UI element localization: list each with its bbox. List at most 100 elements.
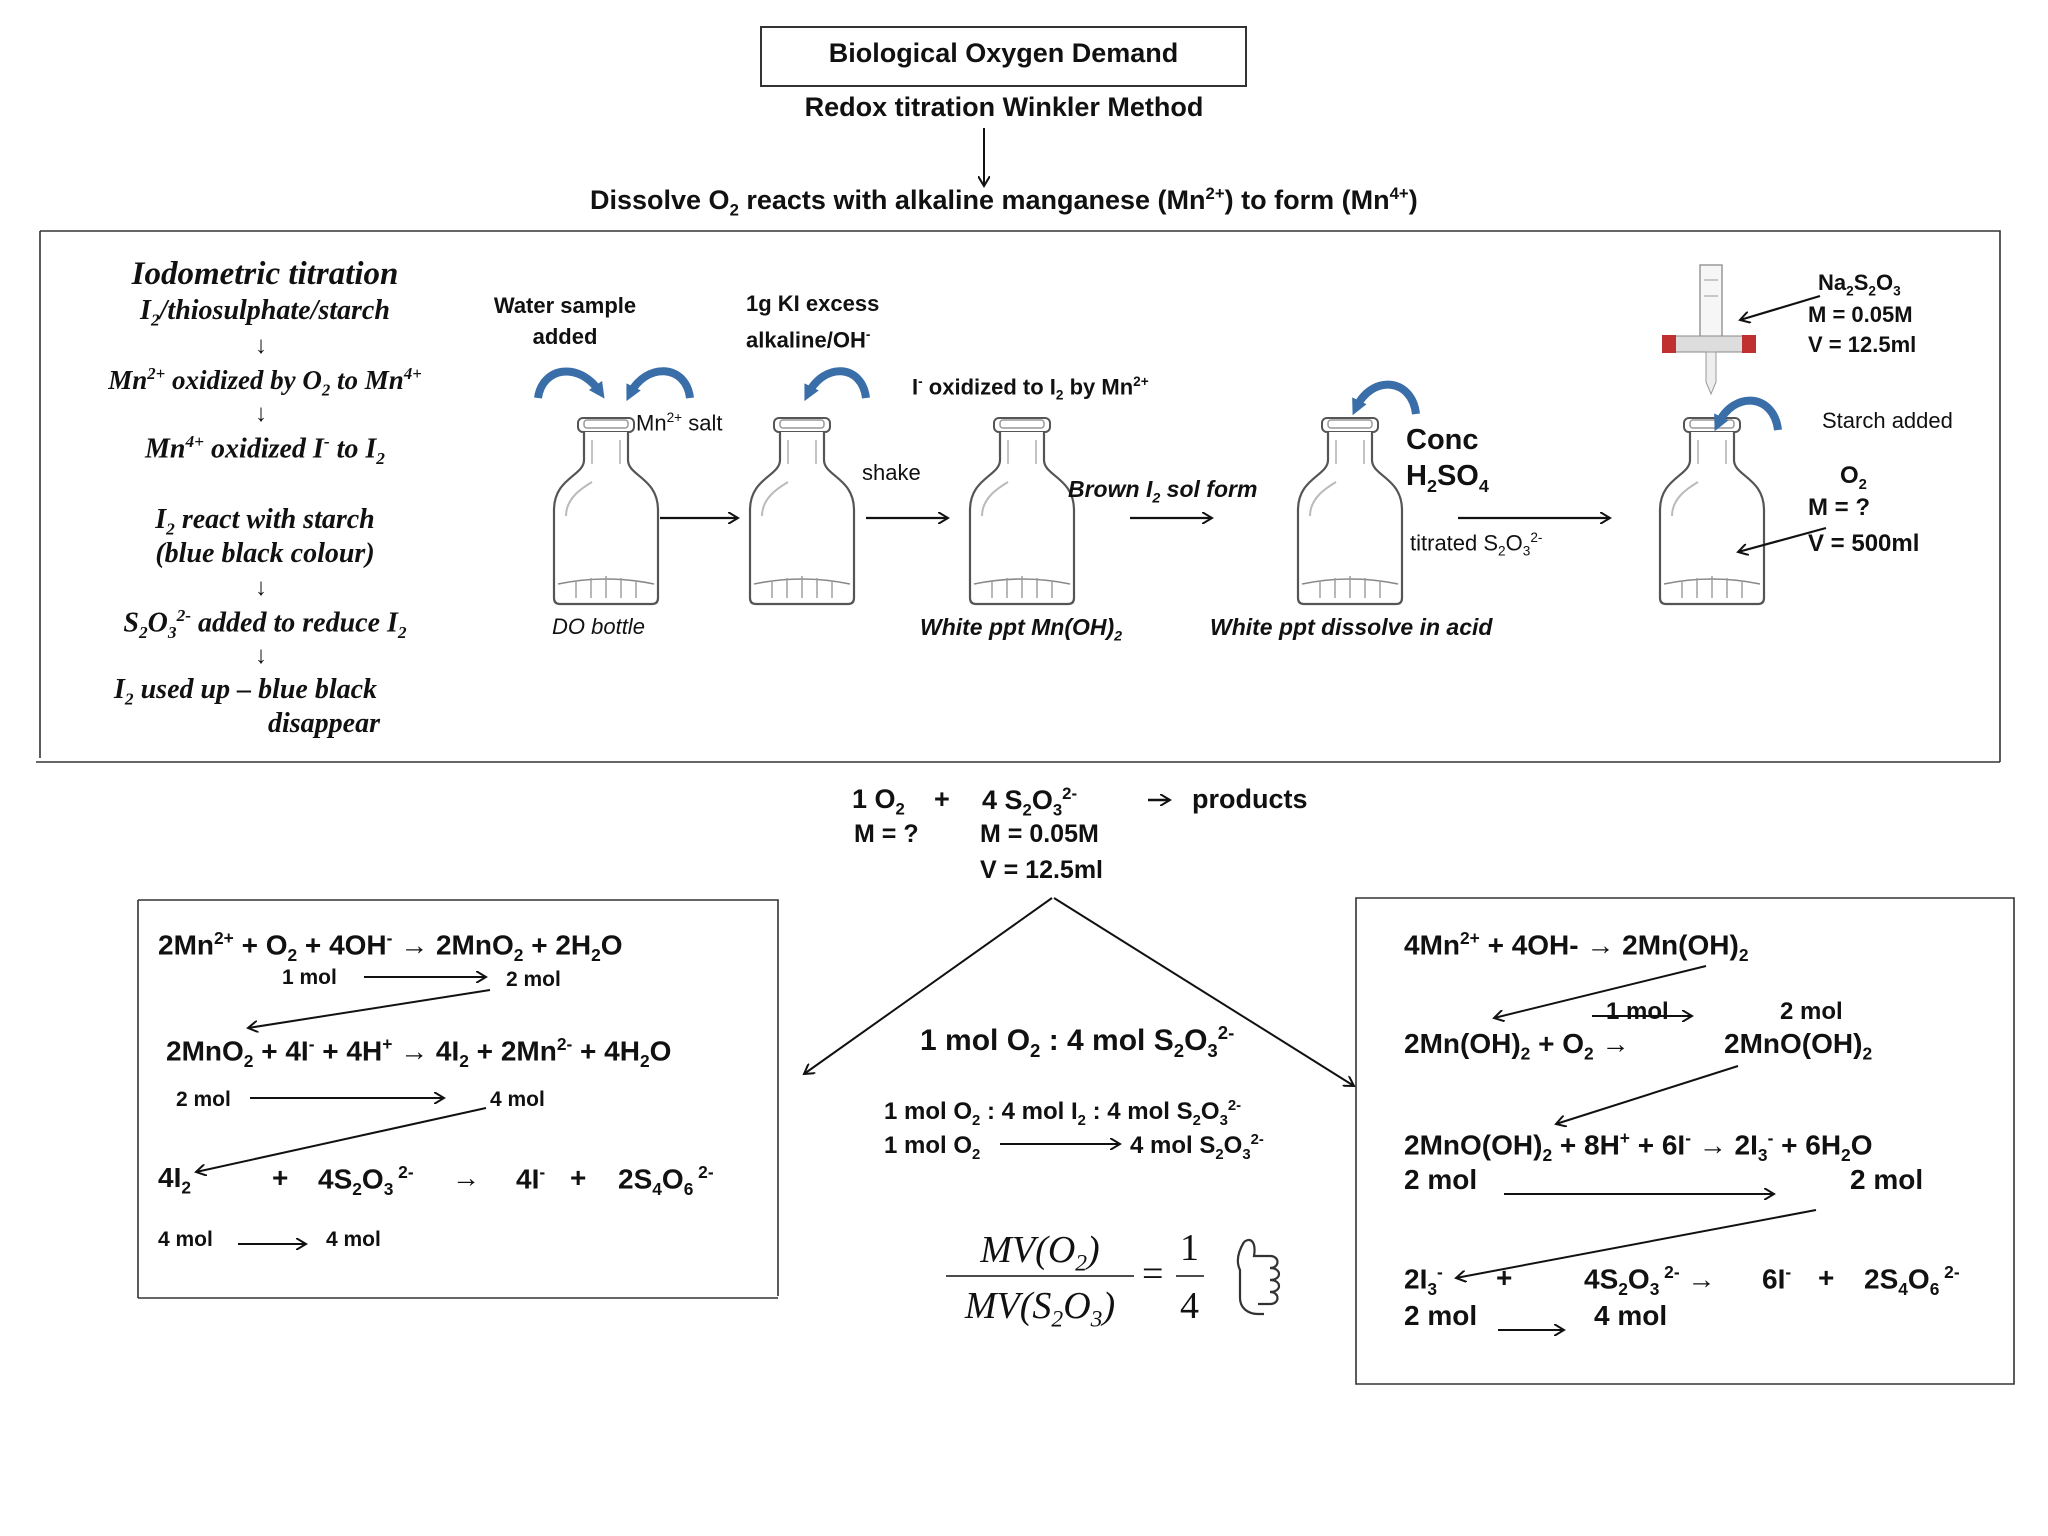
- right-eq1: 4Mn2+ + 4OH- → 2Mn(OH)2: [1404, 928, 1749, 965]
- label-v-o2: V = 500ml: [1808, 530, 1920, 557]
- eq-m-left: M = ?: [854, 820, 919, 848]
- step-mn2-oxidized: Mn2+ oxidized by O2 to Mn4+: [108, 364, 422, 400]
- right-box-frame: [1355, 897, 2015, 1385]
- left-eq3-thio: 4S2O3 2-: [318, 1162, 414, 1199]
- label-h2so4: H2SO4: [1406, 460, 1489, 496]
- formula-four: 4: [1180, 1285, 1199, 1327]
- left-mol2b: 4 mol: [490, 1088, 545, 1111]
- process-frame: [36, 230, 2001, 763]
- label-m-o2: M = ?: [1808, 494, 1871, 521]
- step-disappear: disappear: [268, 708, 380, 739]
- label-titrated: titrated S2O32-: [1410, 530, 1543, 559]
- eq-thio: 4 S2O32-: [982, 784, 1078, 820]
- right-mol3a: 2 mol: [1404, 1164, 1478, 1195]
- left-mol2a: 2 mol: [176, 1088, 231, 1111]
- right-eq3: 2MnO(OH)2 + 8H+ + 6I- → 2I3- + 6H2O: [1404, 1128, 1873, 1165]
- left-eq3-arrow: →: [452, 1162, 480, 1193]
- step-mn4-oxidized: Mn4+ oxidized I- to I2: [145, 432, 385, 468]
- eq-m-right: M = 0.05M: [980, 820, 1099, 848]
- branch-right: [1053, 897, 1354, 1086]
- right-eq4-i3: 2I3-: [1404, 1262, 1443, 1299]
- left-eq1: 2Mn2+ + O2 + 4OH- → 2MnO2 + 2H2O: [158, 928, 623, 965]
- eq-o2: 1 O2: [852, 784, 905, 819]
- right-eq4-thio: 4S2O3 2- →: [1584, 1262, 1716, 1299]
- formula-one: 1: [1180, 1227, 1199, 1269]
- label-white-ppt: White ppt Mn(OH)2: [920, 614, 1123, 645]
- right-eq4-s4o6: 2S4O6 2-: [1864, 1262, 1960, 1299]
- label-starch: Starch added: [1822, 408, 1953, 433]
- curved-arrow-mn: [626, 367, 694, 402]
- label-brown: Brown I2 sol form: [1068, 476, 1258, 507]
- bottle-ki: [748, 416, 856, 606]
- step-arrow: ↓: [255, 642, 267, 669]
- right-eq2a: 2Mn(OH)2 + O2 →: [1404, 1028, 1630, 1064]
- label-i-oxidized: I- oxidized to I2 by Mn2+: [912, 374, 1149, 403]
- label-white-dissolve: White ppt dissolve in acid: [1210, 614, 1493, 640]
- burette-icon: [1662, 264, 1756, 396]
- label-conc: Conc: [1406, 424, 1479, 456]
- step-arrow: ↓: [255, 332, 267, 359]
- iodometric-title: Iodometric titration: [131, 256, 399, 292]
- left-mol1a: 1 mol: [282, 966, 337, 989]
- right-mol4b: 4 mol: [1594, 1300, 1668, 1331]
- label-m-thio: M = 0.05M: [1808, 302, 1913, 327]
- eq-products: products: [1192, 784, 1308, 814]
- subtitle: Redox titration Winkler Method: [804, 92, 1204, 122]
- left-box-frame: [137, 899, 779, 1299]
- left-eq3-plus: +: [272, 1162, 289, 1193]
- curved-arrow-ki: [804, 367, 870, 402]
- arrow-r3: [1556, 1065, 1739, 1124]
- left-eq3-plus2: +: [570, 1162, 587, 1193]
- left-mol3b: 4 mol: [326, 1228, 381, 1251]
- step-reagents: I2/thiosulphate/starch: [140, 295, 390, 330]
- label-na2s2o3: Na2S2O3: [1818, 270, 1901, 299]
- step-thio-added: S2O32- added to reduce I2: [123, 606, 407, 642]
- arrow-l4: [196, 1107, 487, 1172]
- left-mol1b: 2 mol: [506, 968, 561, 991]
- arrow-r1: [1494, 965, 1707, 1018]
- label-mn-salt: Mn2+ salt: [636, 410, 723, 436]
- left-eq3-i2: 4I2: [158, 1162, 192, 1198]
- label-v-thio: V = 12.5ml: [1808, 332, 1917, 357]
- right-mol3b: 2 mol: [1850, 1164, 1924, 1195]
- curved-arrow-water: [534, 367, 605, 399]
- formula-denominator: MV(S2O3): [964, 1285, 1116, 1333]
- ratio-main: 1 mol O2 : 4 mol S2O32-: [920, 1022, 1235, 1061]
- ratio-o2: 1 mol O2: [884, 1132, 981, 1163]
- label-do-bottle: DO bottle: [552, 614, 645, 639]
- left-mol3a: 4 mol: [158, 1228, 213, 1251]
- label-shake: shake: [862, 460, 921, 485]
- arrow-to-flask: [1738, 526, 1827, 552]
- eq-v-right: V = 12.5ml: [980, 856, 1103, 884]
- right-mol4a: 2 mol: [1404, 1300, 1478, 1331]
- step-arrow: ↓: [255, 574, 267, 601]
- left-eq3-i: 4I-: [516, 1162, 546, 1195]
- thumbs-up-icon: [1236, 1238, 1281, 1316]
- right-eq4-i: 6I-: [1762, 1262, 1792, 1295]
- left-eq2: 2MnO2 + 4I- + 4H+ → 4I2 + 2Mn2- + 4H2O: [166, 1034, 672, 1071]
- right-eq4-plus: +: [1496, 1262, 1513, 1293]
- bottle-shaken: [968, 416, 1076, 606]
- ratio-detail: 1 mol O2 : 4 mol I2 : 4 mol S2O32-: [884, 1098, 1242, 1129]
- ratio-thio: 4 mol S2O32-: [1130, 1132, 1264, 1163]
- branch-left: [804, 897, 1053, 1074]
- title-frame: [760, 26, 1247, 87]
- step-colour: (blue black colour): [155, 538, 375, 569]
- right-eq2b: 2MnO(OH)2: [1724, 1028, 1873, 1064]
- curved-arrow-acid: [1352, 380, 1420, 416]
- formula-equals: =: [1142, 1253, 1164, 1295]
- label-o2: O2: [1840, 462, 1867, 493]
- formula-numerator: MV(O2): [980, 1229, 1100, 1277]
- bottle-do: [552, 416, 660, 606]
- bottle-acid: [1296, 416, 1404, 606]
- eq-plus: +: [934, 784, 950, 814]
- right-mol1a: 1 mol: [1606, 998, 1669, 1025]
- title: Biological Oxygen Demand: [828, 38, 1179, 68]
- right-eq4-plus2: +: [1818, 1262, 1835, 1293]
- arrow-to-burette: [1740, 294, 1821, 320]
- curved-arrow-starch: [1714, 396, 1782, 432]
- step-starch: I2 react with starch: [155, 504, 375, 539]
